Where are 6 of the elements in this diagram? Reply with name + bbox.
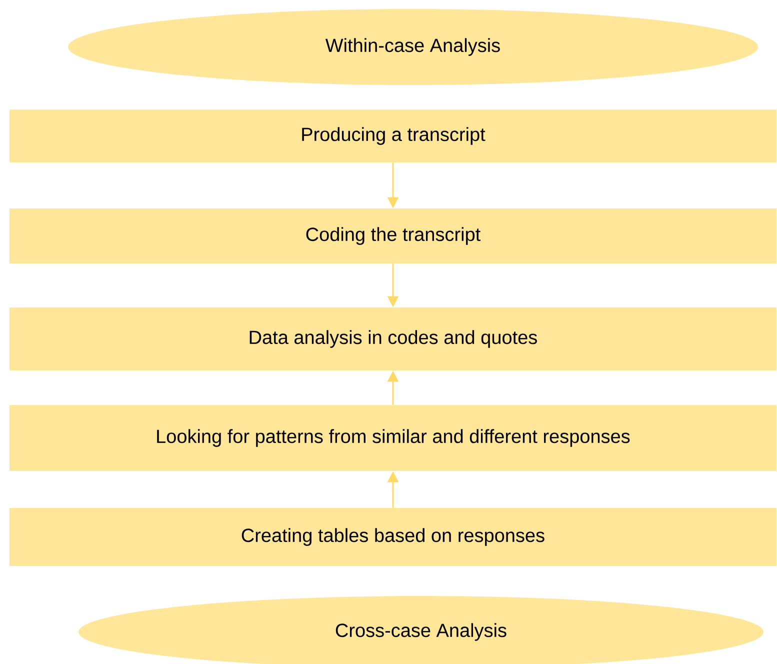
process-box: Creating tables based on responses [10, 508, 776, 566]
ellipse-node: Within-case Analysis [68, 9, 758, 85]
process-box: Producing a transcript [10, 110, 776, 162]
process-box: Looking for patterns from similar and different responses [10, 405, 776, 471]
process-box: Coding the transcript [10, 208, 776, 264]
process-box: Data analysis in codes and quotes [10, 308, 776, 370]
